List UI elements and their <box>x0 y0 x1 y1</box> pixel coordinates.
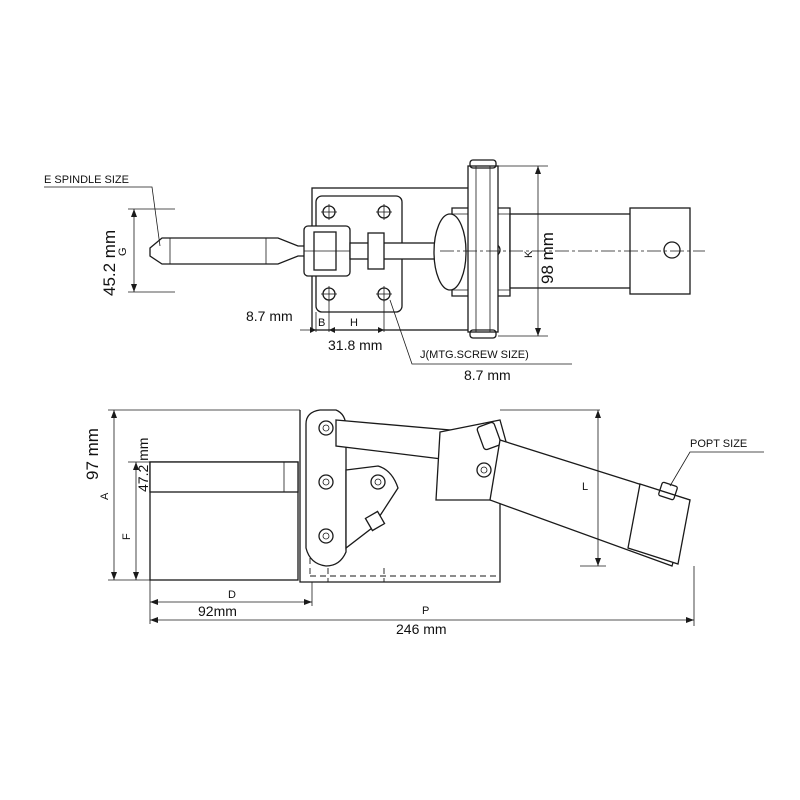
j-dimension-value: 8.7 mm <box>464 367 511 383</box>
p-letter: P <box>422 605 429 617</box>
h-dimension-value: 31.8 mm <box>328 337 382 353</box>
h-letter: H <box>350 317 358 329</box>
side-link <box>345 465 399 550</box>
side-spindle-top <box>149 461 299 493</box>
b-letter: B <box>318 317 325 329</box>
pivot-pin <box>467 165 499 333</box>
spindle-size-label: E SPINDLE SIZE <box>44 174 129 186</box>
k-dimension-value: 98 mm <box>538 232 557 284</box>
popt-size-label: POPT SIZE <box>690 438 747 450</box>
side-piston-rod <box>335 419 451 461</box>
d-dimension-value: 92mm <box>198 603 237 619</box>
spindle-rod <box>349 242 447 260</box>
k-letter: K <box>523 250 535 258</box>
side-cylinder-cap <box>627 483 691 565</box>
d-letter: D <box>228 589 236 601</box>
mid-dimension-value: 47.2 mm <box>135 438 151 492</box>
spindle-handle <box>149 237 307 265</box>
g-letter: G <box>117 247 129 256</box>
f-letter: F <box>121 533 133 540</box>
b-dimension-value: 8.7 mm <box>246 308 293 324</box>
g-dimension-value: 45.2 mm <box>100 230 119 296</box>
j-screw-size-label: J(MTG.SCREW SIZE) <box>420 349 529 361</box>
a-dimension-value: 97 mm <box>83 428 102 480</box>
side-view: 97 mm A F 47.2 mm D 92mm P 246 mm L POP <box>83 409 764 637</box>
p-dimension-value: 246 mm <box>396 621 447 637</box>
a-letter: A <box>99 492 111 500</box>
l-letter: L <box>582 481 588 493</box>
top-view: 45.2 mm G E SPINDLE SIZE B H 8.7 mm 31.8… <box>44 159 705 383</box>
rod-collar <box>367 232 385 270</box>
side-base-frame <box>299 410 501 583</box>
